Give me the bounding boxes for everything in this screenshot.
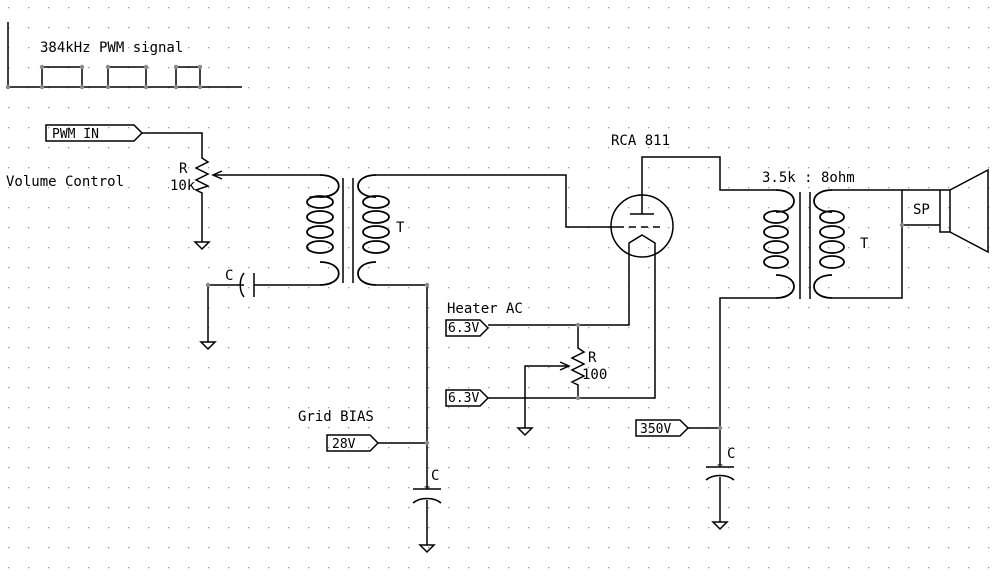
grid-bias-port-label: 28V xyxy=(332,437,356,452)
output-ratio-label: 3.5k : 8ohm xyxy=(762,170,855,186)
pwm-in-port-label: PWM_IN xyxy=(52,127,99,142)
tube-label: RCA 811 xyxy=(611,133,670,149)
plate-supply-port[interactable]: 350V xyxy=(635,419,690,437)
plate-supply-port-label: 350V xyxy=(640,422,671,437)
plate-cap-plus: + xyxy=(717,460,723,471)
ground-symbol xyxy=(199,341,217,351)
heater-pot-value: 100 xyxy=(582,367,607,383)
heater-port-1[interactable]: 6.3V xyxy=(445,319,490,337)
output-transformer-label: T xyxy=(860,236,869,252)
grid-bias-label: Grid BIAS xyxy=(298,409,374,425)
heater-ac-label: Heater AC xyxy=(447,301,523,317)
input-transformer-label: T xyxy=(396,220,405,236)
ground-symbol xyxy=(516,427,534,437)
plate-wire xyxy=(641,156,776,195)
speaker-label: SP xyxy=(913,202,930,218)
plate-cap-label: C xyxy=(727,446,735,462)
volume-pot-value: 10k xyxy=(170,178,196,194)
plate-capacitor xyxy=(705,447,735,522)
heater-wire-2 xyxy=(577,257,656,399)
volume-pot-ref: R xyxy=(179,161,188,177)
volume-potentiometer[interactable] xyxy=(194,152,320,242)
grid-bias-capacitor xyxy=(412,447,442,545)
plate-supply-wire xyxy=(719,297,776,447)
output-transformer xyxy=(763,189,845,299)
grid-cap-plus: + xyxy=(424,482,430,493)
volume-control-label: Volume Control xyxy=(6,174,124,190)
heater-port-2[interactable]: 6.3V xyxy=(445,389,490,407)
ground-symbol xyxy=(418,544,436,554)
grid-wire xyxy=(376,174,618,228)
grid-cap-label: C xyxy=(431,468,439,484)
grid-bias-port[interactable]: 28V xyxy=(326,434,380,452)
heater-potentiometer[interactable] xyxy=(524,343,586,428)
ground-symbol xyxy=(711,521,729,531)
ground-symbol xyxy=(193,241,211,251)
input-transformer xyxy=(306,174,390,286)
heater-port-1-label: 6.3V xyxy=(448,321,479,336)
pwm-in-port[interactable]: PWM_IN xyxy=(45,124,144,142)
heater-port-2-label: 6.3V xyxy=(448,391,479,406)
pwm-waveform xyxy=(5,22,242,90)
speaker-icon xyxy=(902,168,989,254)
heater-pot-ref: R xyxy=(588,350,597,366)
speaker-wire xyxy=(832,189,940,299)
pwm-signal-label: 384kHz PWM signal xyxy=(40,40,183,56)
heater-wire-1 xyxy=(577,257,630,343)
coupling-cap-label: C xyxy=(225,268,233,284)
